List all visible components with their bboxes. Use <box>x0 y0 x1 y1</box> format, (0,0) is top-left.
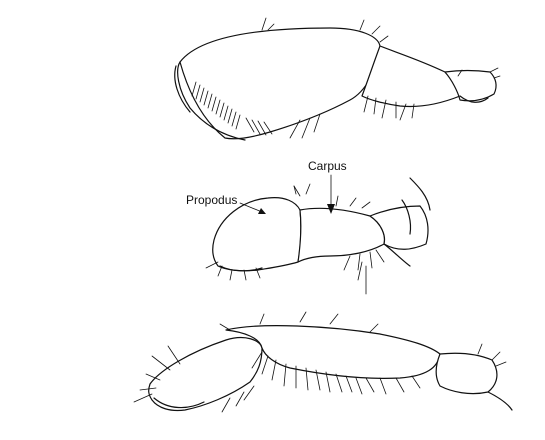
middle-carpus <box>297 207 386 263</box>
carpus-arrow-head <box>327 204 335 214</box>
annotation-carpus: Carpus <box>308 159 347 214</box>
top-dactyl <box>177 61 246 141</box>
middle-merus <box>369 205 429 250</box>
middle-appendage <box>205 177 431 295</box>
top-setae <box>191 81 321 139</box>
bottom-merus <box>435 352 498 395</box>
bottom-setae <box>133 311 421 413</box>
bottom-carpus <box>225 325 441 379</box>
bottom-appendage <box>133 311 513 413</box>
middle-dactyl <box>219 265 263 272</box>
label-propodus: Propodus <box>186 193 237 207</box>
label-carpus: Carpus <box>308 159 347 173</box>
bottom-dactyl <box>153 397 205 409</box>
annotation-propodus: Propodus <box>186 193 266 214</box>
propodus-arrow-head <box>258 208 266 214</box>
top-carpus <box>361 45 461 108</box>
propodus-arrow-line <box>239 202 263 213</box>
top-propodus <box>179 27 381 140</box>
bottom-propodus <box>148 336 263 412</box>
middle-propodus <box>212 197 302 272</box>
top-merus <box>444 69 497 102</box>
top-appendage <box>174 17 501 141</box>
